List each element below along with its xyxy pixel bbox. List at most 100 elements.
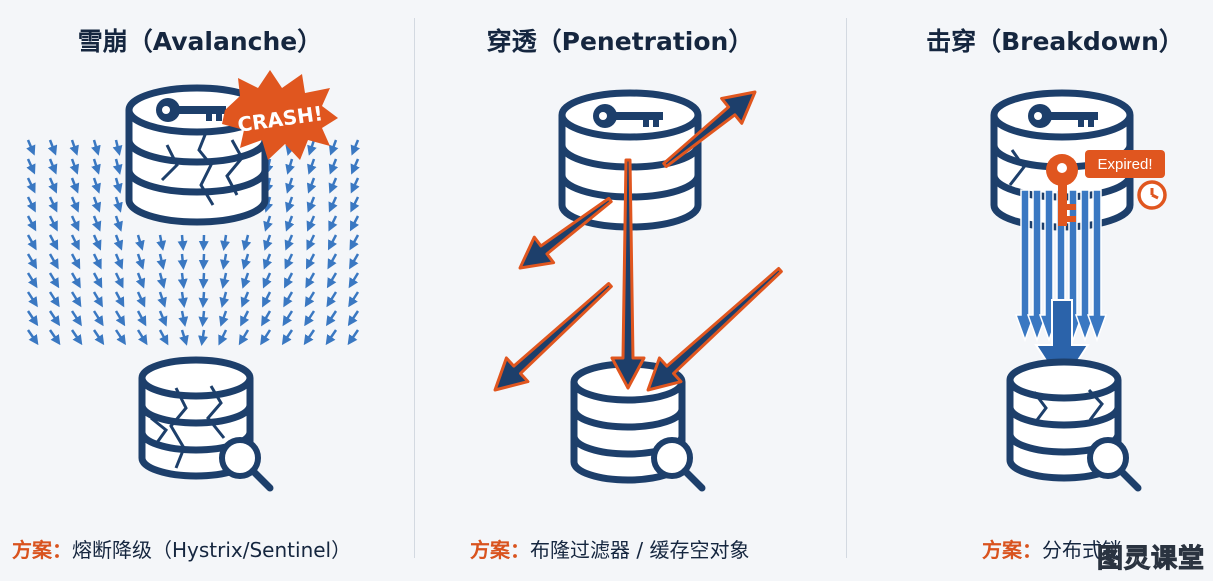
small-arrow-icon <box>219 310 229 327</box>
small-arrow-icon <box>91 177 101 194</box>
small-arrow-icon <box>92 291 103 308</box>
small-arrow-icon <box>262 253 273 270</box>
small-arrow-icon <box>177 291 188 308</box>
small-arrow-icon <box>26 234 37 251</box>
small-arrow-icon <box>350 158 360 175</box>
solution-label: 方案： <box>12 538 72 562</box>
divider-1 <box>414 18 415 558</box>
small-arrow-icon <box>156 253 167 270</box>
small-arrow-icon <box>114 291 125 308</box>
small-arrow-icon <box>241 272 251 289</box>
small-arrow-icon <box>177 272 188 289</box>
database-icon <box>129 88 265 222</box>
small-arrow-icon <box>285 196 295 213</box>
small-arrow-icon <box>113 196 123 213</box>
small-arrow-icon <box>328 177 338 194</box>
small-arrow-icon <box>327 234 338 251</box>
small-arrow-icon <box>136 310 147 327</box>
small-arrow-icon <box>284 215 295 232</box>
small-arrow-icon <box>262 272 272 289</box>
beam-arrow-icon <box>1074 189 1096 343</box>
expired-text: Expired! <box>1097 156 1152 173</box>
small-arrow-icon <box>349 253 360 270</box>
small-arrow-icon <box>48 329 61 346</box>
penetration-solution: 方案：布隆过滤器 / 缓存空对象 <box>470 534 749 566</box>
big-arrow-icon <box>518 196 613 270</box>
small-arrow-icon <box>307 158 317 175</box>
small-arrow-icon <box>112 158 123 175</box>
beam-arrow-icon <box>1026 189 1048 343</box>
small-arrow-icon <box>349 234 360 251</box>
small-arrow-icon <box>219 253 230 270</box>
breakdown-diagram: Expired! <box>994 93 1167 488</box>
beam-arrow-icon <box>1086 189 1108 343</box>
small-arrow-icon <box>156 234 167 251</box>
small-arrow-icon <box>26 253 38 270</box>
small-arrow-icon <box>303 329 316 346</box>
small-arrow-icon <box>70 253 81 270</box>
small-arrow-icon <box>26 272 38 289</box>
small-arrow-icon <box>114 253 124 270</box>
small-arrow-icon <box>282 310 294 327</box>
small-arrow-icon <box>48 177 58 194</box>
solution-text: 布隆过滤器 / 缓存空对象 <box>530 538 750 562</box>
small-arrow-icon <box>347 310 360 327</box>
small-arrow-icon <box>305 272 316 289</box>
small-arrow-icon <box>284 272 294 289</box>
small-arrow-icon <box>26 177 36 194</box>
small-arrow-icon <box>241 234 252 251</box>
small-arrow-icon <box>26 158 36 175</box>
small-arrow-icon <box>156 272 167 289</box>
small-arrow-icon <box>326 291 338 308</box>
beam-arrow-icon <box>1014 189 1036 343</box>
small-arrow-icon <box>240 310 250 327</box>
small-arrow-icon <box>26 291 38 308</box>
small-arrow-icon <box>285 177 295 194</box>
small-arrow-icon <box>307 139 317 156</box>
small-arrow-icon <box>91 158 101 175</box>
small-arrow-icon <box>48 215 58 232</box>
small-arrow-icon <box>306 215 316 232</box>
small-arrow-icon <box>178 310 189 327</box>
small-arrow-icon <box>70 215 80 232</box>
small-arrow-icon <box>262 291 272 308</box>
small-arrow-icon <box>158 310 168 327</box>
small-arrow-icon <box>69 177 80 194</box>
small-arrow-icon <box>305 253 316 270</box>
small-arrow-icon <box>113 234 124 251</box>
small-arrow-icon <box>304 310 316 327</box>
small-arrow-icon <box>348 272 360 289</box>
solution-text: 熔断降级（Hystrix/Sentinel） <box>72 538 352 562</box>
avalanche-title: 雪崩（Avalanche） <box>77 27 323 56</box>
small-arrow-icon <box>283 291 294 308</box>
small-arrow-icon <box>92 253 102 270</box>
small-arrow-icon <box>348 291 360 308</box>
small-arrow-icon <box>70 272 81 289</box>
magnifier-icon <box>222 440 270 488</box>
small-arrow-icon <box>48 196 58 213</box>
small-arrow-icon <box>219 272 230 289</box>
small-arrow-icon <box>26 329 39 346</box>
small-arrow-icon <box>220 234 230 251</box>
small-arrow-icon <box>114 310 126 327</box>
small-arrow-icon <box>261 310 272 327</box>
small-arrow-icon <box>177 253 188 270</box>
small-arrow-icon <box>328 196 338 213</box>
crash-badge: CRASH! <box>222 70 338 160</box>
small-arrow-icon <box>306 196 317 213</box>
penetration-diagram <box>493 80 783 488</box>
small-arrow-icon <box>328 158 339 175</box>
small-arrow-icon <box>48 158 58 175</box>
small-arrow-icon <box>284 234 294 251</box>
small-arrow-icon <box>112 177 123 194</box>
small-arrow-icon <box>350 196 360 213</box>
small-arrow-icon <box>113 215 123 232</box>
database-icon <box>1010 362 1118 478</box>
small-arrow-icon <box>135 272 146 289</box>
small-arrow-icon <box>219 291 230 308</box>
small-arrow-icon <box>198 253 209 270</box>
database-icon <box>994 93 1130 227</box>
small-arrow-icon <box>325 310 338 327</box>
small-arrow-icon <box>70 234 80 251</box>
